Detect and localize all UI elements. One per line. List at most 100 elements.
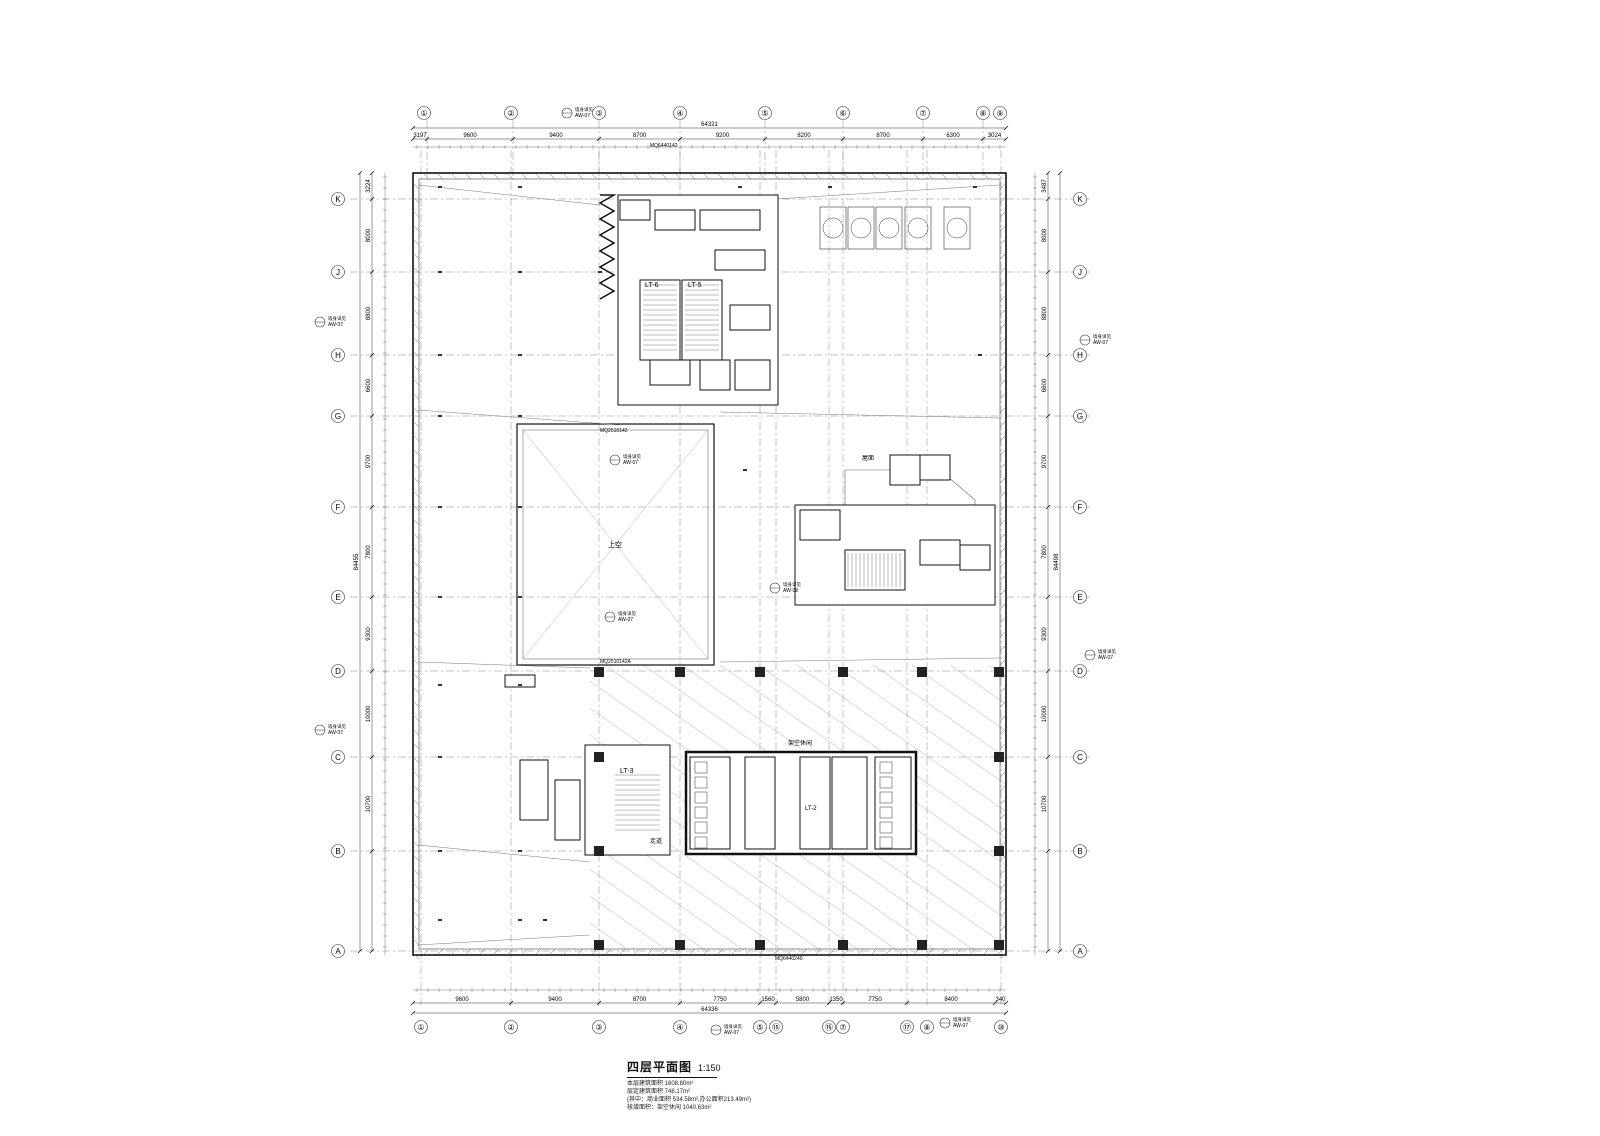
top-span-dim-label: 8700 — [633, 133, 647, 139]
curtain-tick — [999, 714, 1007, 722]
right-span-dim-label: 10000 — [1042, 705, 1048, 722]
grid-bubble-bottom-3-label: ③ — [595, 1023, 602, 1032]
curtain-tick — [412, 448, 420, 456]
core-room — [654, 209, 696, 231]
curtain-tick — [999, 252, 1007, 260]
grid-bubble-bottom-7 — [822, 1020, 836, 1034]
top-span-dim-label: 8200 — [797, 133, 811, 139]
curtain-tick — [412, 784, 420, 792]
left-span-dim-label: 8800 — [366, 306, 372, 320]
curtain-tick — [412, 574, 420, 582]
curtain-tick — [548, 948, 556, 956]
grid-bubble-right-B-label: B — [1077, 847, 1082, 856]
grid-bubble-bottom-10 — [920, 1020, 934, 1034]
structural-column — [675, 667, 685, 677]
label-corridor: 走道 — [650, 837, 662, 845]
curtain-tick — [412, 882, 420, 890]
grid-bubble-bottom-5-label: ⑤ — [756, 1023, 763, 1032]
curtain-tick — [856, 172, 864, 180]
curtain-tick — [464, 172, 472, 180]
grid-bubble-right-D-label: D — [1077, 667, 1083, 676]
curtain-tick — [999, 364, 1007, 372]
elevation-marker — [438, 415, 442, 417]
core-room — [919, 454, 951, 481]
structural-column — [594, 846, 604, 856]
bottom-span-dim-label: 1560 — [761, 997, 775, 1003]
curtain-tick — [828, 172, 836, 180]
grid-bubble-top-4-label: ④ — [676, 109, 683, 118]
curtain-tick — [999, 196, 1007, 204]
curtain-tick — [412, 770, 420, 778]
grid-bubble-top-5 — [758, 106, 772, 120]
curtain-tick — [999, 896, 1007, 904]
grid-bubble-top-8 — [976, 106, 990, 120]
grid-bubble-left-B — [331, 844, 345, 858]
curtain-tick — [412, 742, 420, 750]
curtain-tick — [534, 948, 542, 956]
elevator-car — [694, 806, 708, 819]
curtain-tick — [999, 224, 1007, 232]
left-span-dim-tick — [369, 668, 375, 674]
grid-bubble-left-J — [331, 265, 345, 279]
top-span-dim-tick — [840, 136, 846, 142]
curtain-tick — [999, 952, 1007, 960]
grid-bubble-right-E — [1073, 590, 1087, 604]
wall-ref: AW-07 — [724, 1030, 739, 1036]
core-room — [504, 674, 536, 688]
elevation-marker — [543, 919, 547, 921]
grid-bubble-bottom-1-label: ① — [417, 1023, 424, 1032]
right-total-dim-tick — [1057, 948, 1063, 954]
wall-ref: AW-07 — [1098, 655, 1113, 661]
curtain-tick — [412, 210, 420, 218]
curtain-tick — [412, 658, 420, 666]
curtain-tick — [999, 910, 1007, 918]
left-span-dim-label: 9300 — [366, 627, 372, 641]
wall-ref: AW-07 — [953, 1023, 968, 1029]
curtain-tick — [999, 630, 1007, 638]
bottom-total-dim-tick — [1003, 1010, 1009, 1016]
curtain-tick — [412, 490, 420, 498]
grid-bubble-left-C — [331, 750, 345, 764]
curtain-tick — [688, 172, 696, 180]
area-note-1: 本层建筑面积 1608.80m² — [627, 1081, 694, 1087]
area-note-2: 层定建筑面积 748.17m² — [627, 1089, 691, 1095]
curtain-tick — [999, 616, 1007, 624]
right-span-dim-tick — [1045, 948, 1051, 954]
elevator-car — [879, 836, 893, 849]
right-span-dim-label: 10700 — [1042, 795, 1048, 812]
curtain-tick — [999, 420, 1007, 428]
structural-column — [917, 940, 927, 950]
curtain-tick — [412, 406, 420, 414]
label-mq-bottom: MQ6440240 — [775, 956, 803, 962]
structural-column — [755, 940, 765, 950]
grid-bubble-bottom-6 — [769, 1020, 783, 1034]
elevation-marker — [978, 354, 982, 356]
bottom-span-dim-tick — [508, 1000, 514, 1006]
wall-ref: AW-08 — [783, 588, 798, 594]
left-span-dim-label: 6600 — [366, 378, 372, 392]
curtain-tick — [999, 532, 1007, 540]
curtain-tick — [786, 948, 794, 956]
grid-bubble-right-G-label: G — [1077, 412, 1083, 421]
curtain-tick — [954, 172, 962, 180]
label-mq-void-bottom: MQ2510142A — [600, 659, 632, 665]
structural-column — [838, 940, 848, 950]
top-span-dim-label: 8700 — [876, 133, 890, 139]
bottom-span-dim-tick — [677, 1000, 683, 1006]
bottom-span-dim-label: 8700 — [633, 997, 647, 1003]
grid-bubble-right-K — [1073, 192, 1087, 206]
grid-bubble-left-H — [331, 348, 345, 362]
top-span-dim-tick — [510, 136, 516, 142]
grid-bubble-left-J-label: J — [336, 268, 340, 277]
curtain-tick — [999, 812, 1007, 820]
elevation-marker — [518, 186, 522, 188]
core-room — [734, 359, 771, 391]
curtain-tick — [999, 336, 1007, 344]
curtain-tick — [982, 172, 990, 180]
grid-bubble-bottom-7-label: ⑯ — [825, 1023, 833, 1032]
curtain-tick — [744, 172, 752, 180]
curtain-tick — [412, 336, 420, 344]
curtain-tick — [436, 948, 444, 956]
curtain-tick — [999, 266, 1007, 274]
